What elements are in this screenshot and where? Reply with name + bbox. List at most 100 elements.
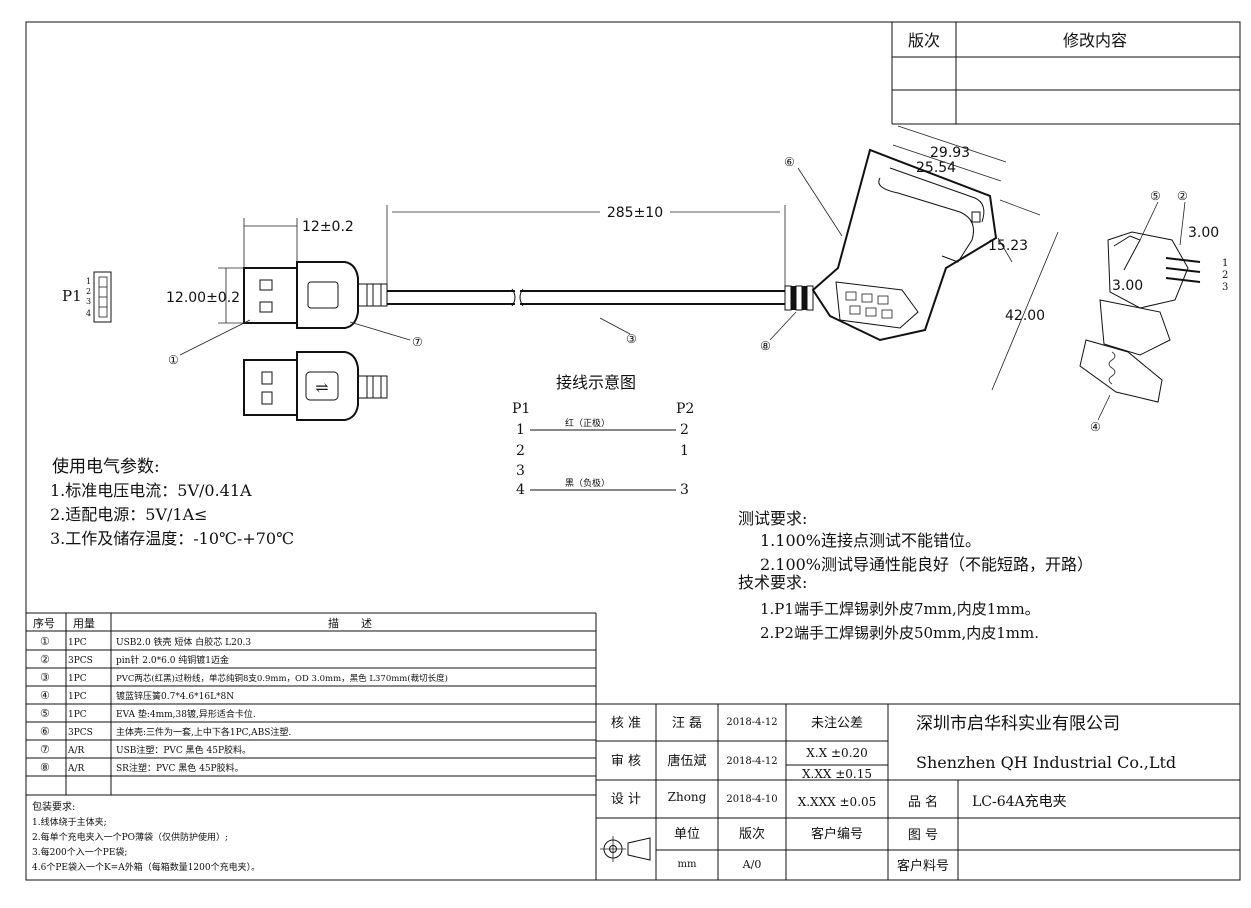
bom-header-desc: 描 述 [328,616,372,630]
p1-connector-symbol: P1 1 2 3 4 [62,271,112,323]
tb-role-3: 设 计 [611,792,641,807]
tb-company-en: Shenzhen QH Industrial Co.,Ltd [916,753,1176,772]
projection-symbol-icon [600,836,651,862]
tb-customer-part-label: 客户料号 [897,858,949,874]
bom-row-5-qty: 1PC [68,710,87,720]
tb-version-value: A/0 [742,858,762,871]
dim-clip-depth: 15.23 [988,238,1028,254]
requirements: 测试要求: 1.100%连接点测试不能错位。 2.100%测试导通性能良好（不能… [738,509,1093,642]
tb-customer-no-label: 客户编号 [811,826,863,842]
tb-name-2: 唐伍斌 [667,753,706,769]
revision-version-header: 版次 [908,31,940,50]
bom-header-qty: 用量 [73,617,95,630]
packaging-item-3: 3.每200个入一个PE袋; [32,846,127,858]
tb-version-label: 版次 [739,826,765,842]
bom-row-6-desc: 主体壳:三件为一套,上中下各1PC,ABS注塑. [116,726,291,738]
bom-row-8-qty: A/R [67,764,85,774]
clip-main-view: 29.93 25.54 15.23 42.00 [811,125,1059,391]
tb-role-1: 核 准 [611,716,641,731]
title-block: 核 准 汪 磊 2018-4-12 审 核 唐伍斌 2018-4-12 设 计 … [596,703,1240,880]
callout-7: ⑦ [412,335,423,349]
electrical-item-2: 2.适配电源：5V/1A≤ [50,505,208,524]
bom-row-3-qty: 1PC [68,674,87,684]
bom-row-8-no: ⑧ [40,761,50,774]
tech-title: 技术要求: [738,573,807,592]
tb-unit-label: 单位 [674,827,700,842]
packaging-title: 包装要求: [32,800,75,813]
tb-tolerance-2: X.XX ±0.15 [802,767,872,781]
dim-cable-length: 285±10 [607,205,663,221]
callouts: ① ② ③ ④ ⑤ ⑥ ⑦ ⑧ [168,155,1188,434]
bom-row-1-no: ① [40,635,50,648]
tb-date-2: 2018-4-12 [726,756,777,767]
tb-date-1: 2018-4-12 [726,717,777,728]
bom-row-5-no: ⑤ [40,707,50,720]
bom-row-1-qty: 1PC [68,638,87,648]
dim-pin-pitch-b: 3.00 [1112,278,1143,294]
tb-product-label: 品 名 [908,794,938,810]
wiring-diagram: 接线示意图 P1 P2 1 红（正极） 2 2 1 3 4 黑（负极） 3 [512,373,694,498]
packaging-requirements: 包装要求: 1.线体绕于主体夹; 2.每单个充电夹入一个PO薄袋（仅供防护使用）… [32,800,260,873]
electrical-title: 使用电气参数: [52,456,160,477]
callout-8: ⑧ [760,339,771,353]
electrical-item-3: 3.工作及储存温度：-10℃-+70℃ [50,529,294,548]
bom-row-7-desc: USB注塑：PVC 黑色 45P胶料。 [116,744,251,756]
packaging-item-2: 2.每单个充电夹入一个PO薄袋（仅供防护使用）; [32,831,228,843]
wiring-right-1: 2 [680,422,689,438]
tech-item-2: 2.P2端手工焊锡剥外皮50mm,内皮1mm. [760,624,1039,642]
usb-plug-top-view [243,261,516,329]
dim-pin-pitch-a: 3.00 [1188,225,1219,241]
usb-plug-bottom-view: ⇌ [243,351,388,421]
p1-label: P1 [62,287,82,305]
usb-logo-icon: ⇌ [315,378,328,397]
tb-tolerance-1: X.X ±0.20 [806,746,868,760]
tech-item-1: 1.P1端手工焊锡剥外皮7mm,内皮1mm。 [760,600,1040,618]
bom-row-7-no: ⑦ [40,743,50,756]
callout-1: ① [168,353,179,367]
clip-exploded-view: 3.00 3.00 1 2 3 [1079,225,1228,403]
tb-drawing-no-label: 图 号 [908,828,938,843]
electrical-parameters: 使用电气参数: 1.标准电压电流：5V/0.41A 2.适配电源：5V/1A≤ … [50,456,294,548]
bom-row-1-desc: USB2.0 铁壳 短体 白胶芯 L20.3 [116,636,251,648]
tb-product-name: LC-64A充电夹 [972,794,1067,810]
p1-pin-1: 1 [86,277,91,286]
test-item-2: 2.100%测试导通性能良好（不能短路，开路） [760,555,1093,574]
p1-pin-2: 2 [86,287,91,296]
tb-company-cn: 深圳市启华科实业有限公司 [916,714,1120,734]
bom-row-7-qty: A/R [67,746,85,756]
dim-plug-length: 12±0.2 [302,219,354,235]
sheet-border [25,21,1241,881]
bom-row-3-desc: PVC两芯(红黑)过粉线，单芯纯铜8支0.9mm，OD 3.0mm，黑色 L37… [116,673,448,684]
test-item-1: 1.100%连接点测试不能错位。 [760,531,981,550]
tb-tolerance-title: 未注公差 [811,716,863,731]
bom-row-8-desc: SR注塑：PVC 黑色 45P胶料。 [116,762,244,774]
callout-2: ② [1177,189,1188,203]
bom-row-3-no: ③ [40,671,50,684]
bom-row-6-qty: 3PCS [68,728,93,738]
dim-clip-width-outer: 29.93 [930,145,970,161]
wiring-left-2: 2 [516,443,525,459]
bom-row-2-no: ② [40,653,50,666]
wiring-wire-4: 黑（负极） [565,477,610,489]
callout-3: ③ [626,332,637,346]
dim-plug-width: 12.00±0.2 [166,290,240,306]
callout-5: ⑤ [1150,189,1161,203]
bom-row-5-desc: EVA 垫:4mm,38镀,异形适合卡位. [116,708,256,720]
packaging-item-4: 4.6个PE袋入一个K=A外箱（每箱数量1200个充电夹）。 [32,861,260,873]
p1-pin-4: 4 [86,309,91,318]
revision-table: 版次 修改内容 [891,22,1240,125]
bom-row-4-qty: 1PC [68,692,87,702]
dim-clip-length: 42.00 [1005,308,1045,324]
wiring-wire-1: 红（正极） [565,417,610,429]
packaging-item-1: 1.线体绕于主体夹; [32,816,107,828]
clip-pin-2: 2 [1222,270,1228,281]
clip-pin-1: 1 [1222,258,1228,269]
tb-date-3: 2018-4-10 [726,794,777,805]
wiring-left-3: 3 [516,463,525,479]
tb-name-3: Zhong [668,790,707,804]
revision-changes-header: 修改内容 [1063,31,1127,50]
wiring-right-header: P2 [676,401,694,417]
usb-dimensions: 12±0.2 12.00±0.2 285±10 [166,205,786,324]
bom-row-2-qty: 3PCS [68,656,93,666]
